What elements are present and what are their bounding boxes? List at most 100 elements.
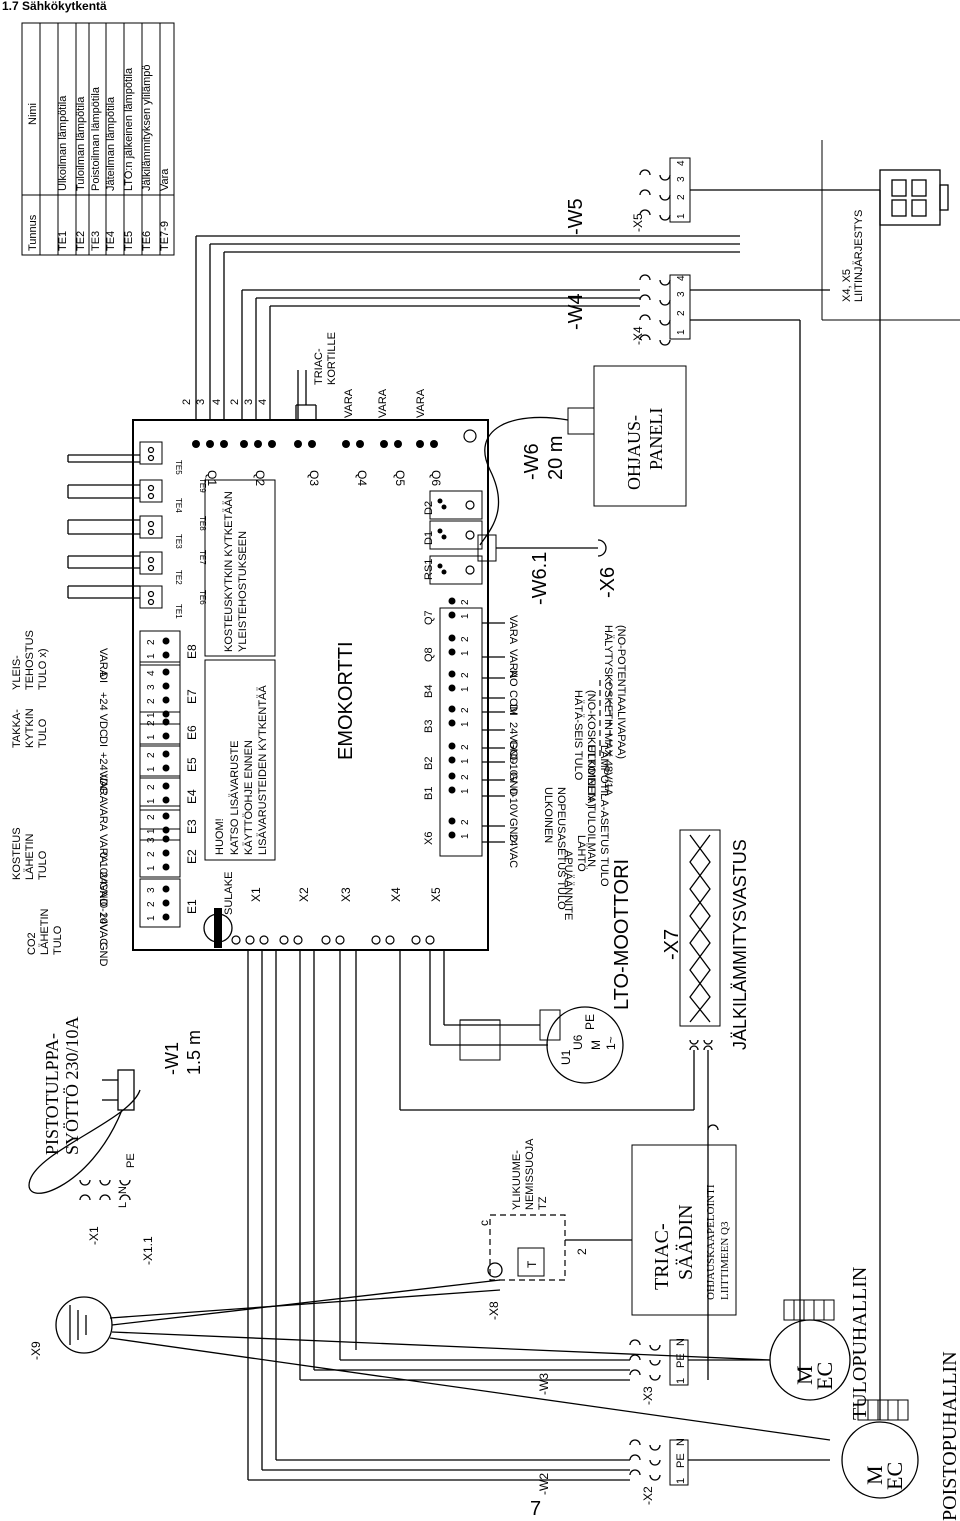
bottom-signal-label: GND <box>507 818 519 843</box>
e-connector-block <box>139 711 181 747</box>
svg-text:4: 4 <box>676 160 687 166</box>
svg-text:4: 4 <box>676 275 687 281</box>
bottom-pin-number: 1 <box>460 613 471 619</box>
q-port-label: Q1 <box>205 470 219 486</box>
te-socket-label: TE6 <box>198 590 207 605</box>
input-signal-label: VARA <box>97 802 109 832</box>
x-port-label: X4 <box>389 887 403 902</box>
svg-text:N: N <box>675 1338 687 1346</box>
apuannite-1: APUÄÄNNITE <box>562 850 574 920</box>
bottom-pin-dot <box>448 670 456 678</box>
terminal-dot <box>162 637 170 645</box>
q-terminal-dot <box>220 440 228 448</box>
svg-text:N: N <box>675 1438 687 1446</box>
kosteus-label-2: LÄHETIN <box>24 833 36 880</box>
table-header-nimi: Nimi <box>27 103 39 125</box>
te-socket-pin <box>147 564 155 572</box>
x7-label: -X7 <box>661 929 683 960</box>
bottom-pin-number: 1 <box>460 650 471 656</box>
svg-text:U1: U1 <box>559 1049 573 1065</box>
q-terminal-dot <box>240 440 248 448</box>
terminal-dot <box>162 732 170 740</box>
q-terminal-dot <box>206 440 214 448</box>
huom-note: HUOM! KATSO LISÄVARUSTE KÄYTTÖOHJE ENNEN… <box>214 685 269 855</box>
terminal-dot <box>162 849 170 857</box>
bottom-pin-dot <box>448 611 456 619</box>
input-signal-label: 0-10V <box>97 852 109 882</box>
terminal-dot <box>162 913 170 921</box>
bottom-signal-label: VARA <box>507 649 519 679</box>
bottom-pin-dot <box>448 817 456 825</box>
svg-text:4: 4 <box>211 399 223 405</box>
e-connector-label: E4 <box>185 789 199 804</box>
bottom-pin-number: 1 <box>460 721 471 727</box>
comm-socket-pin <box>441 569 447 575</box>
svg-text:TZ: TZ <box>537 1196 549 1210</box>
bottom-connector-label: Q8 <box>423 647 435 662</box>
yleis-label-2: TEHOSTUS <box>24 630 36 690</box>
q-port-label: Q5 <box>393 470 407 486</box>
input-signal-label: VARA <box>97 774 109 804</box>
plug-title-1: PISTOTULPPA- <box>42 1033 62 1155</box>
svg-text:2: 2 <box>229 399 241 405</box>
e-connector-block <box>139 805 181 841</box>
x4-connector <box>639 274 691 346</box>
terminal-dot <box>162 863 170 871</box>
hata-1: HÄTÄ-SEIS TULO <box>572 690 584 781</box>
q6-vara: VARA <box>415 388 427 418</box>
x4-x5-pin-numbers: 1 2 3 4 1 2 3 4 <box>676 160 687 335</box>
svg-text:PE: PE <box>675 1353 687 1368</box>
w61-label: -W6.1 <box>529 552 551 605</box>
triac-regulator-box <box>631 1144 737 1316</box>
x-port-label: X3 <box>339 887 353 902</box>
te-socket-label: TE5 <box>174 460 183 475</box>
x9-label: -X9 <box>29 1341 43 1360</box>
input-signal-label: 0-10V <box>97 902 109 932</box>
e-pin-number: 2 <box>146 851 157 857</box>
table-cell-name: Ulkoilman lämpötila <box>57 95 69 191</box>
bottom-connector-label: B3 <box>423 720 435 733</box>
terminal-dot <box>162 899 170 907</box>
plug-cable <box>28 1089 141 1194</box>
table-cell-id: TE5 <box>123 231 135 251</box>
e-pin-number: 2 <box>146 698 157 704</box>
q-terminal-dot <box>356 440 364 448</box>
q-terminal-dot <box>254 440 262 448</box>
te-socket-pin <box>147 484 155 492</box>
te-socket-label: TE3 <box>174 534 183 549</box>
fan-feed-wires <box>247 950 830 1481</box>
terminal-dot <box>162 796 170 804</box>
input-signal-label: 24VAC <box>97 872 109 906</box>
connector-order-icon <box>879 169 949 226</box>
input-signal-label: GND <box>97 942 109 967</box>
kosteus-note-2: YLEISTEHOSTUKSEEN <box>237 531 249 652</box>
bottom-pin-number: 2 <box>460 774 471 780</box>
bottom-signal-labels: 24VACGND0-10VGND0-10VGND24VDCDICOMNOVARA… <box>482 615 519 868</box>
bottom-connector-label: B4 <box>423 685 435 698</box>
triac-note-2: LIITTIMEEN Q3 <box>719 1221 731 1300</box>
input-signal-label: VARA <box>97 648 109 678</box>
te-socket-label: TE1 <box>174 604 183 619</box>
e-connector-block <box>139 661 181 725</box>
triac-note-1: OHJAUSKAAPELOINTI <box>705 1184 717 1300</box>
e-pin-number: 4 <box>146 670 157 676</box>
terminal-dot <box>162 668 170 676</box>
q-terminal-numbers: 2 3 4 2 3 4 <box>181 399 269 405</box>
plug-icon <box>102 1069 135 1111</box>
bottom-pin-number: 2 <box>460 744 471 750</box>
bottom-pin-number: 2 <box>460 636 471 642</box>
q5-vara: VARA <box>377 388 389 418</box>
x3-connector <box>629 1339 689 1386</box>
e-pin-number: 1 <box>146 865 157 871</box>
x-port-pin <box>411 935 421 945</box>
heater-box <box>679 829 721 1027</box>
pin-n: N <box>117 1186 129 1194</box>
terminal-dot <box>162 764 170 772</box>
emokortti-board <box>132 419 489 951</box>
halytys-1: HÄLYTYSKOSKETIN MAX 48V/1A <box>602 625 614 797</box>
kosteus-note-box <box>204 479 276 657</box>
